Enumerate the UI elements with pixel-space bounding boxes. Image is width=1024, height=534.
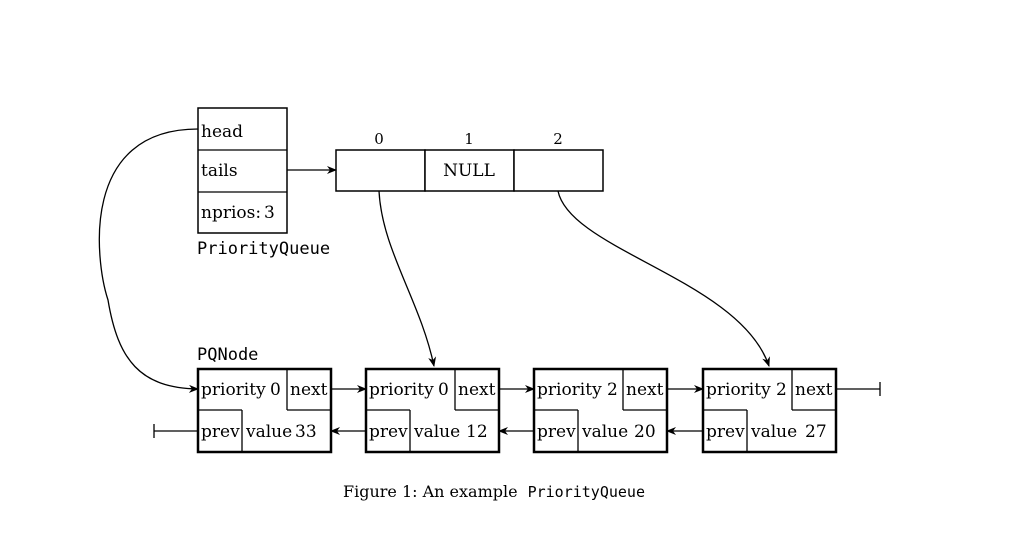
node-value-label: value	[581, 422, 628, 442]
node-prev-label: prev	[201, 422, 240, 442]
pq-node: priority 0 next prev value 33	[196, 367, 333, 454]
node-prev-label: prev	[369, 422, 408, 442]
node-priority-value: 2	[776, 380, 787, 400]
pointer-arrows	[98, 128, 881, 438]
node-priority-label: priority	[201, 380, 266, 400]
head-pointer-arrow	[98, 128, 199, 393]
node-priority-label: priority	[537, 380, 602, 400]
node-priority-label: priority	[369, 380, 434, 400]
array-index-0: 0	[374, 130, 384, 148]
node-next-label: next	[290, 380, 328, 400]
node-value-label: value	[413, 422, 460, 442]
priority-queue-box	[197, 107, 288, 234]
node-next-label: next	[795, 380, 833, 400]
node-prev-label: prev	[706, 422, 745, 442]
array-cell-1-null: NULL	[443, 161, 495, 181]
priority-queue-type-label: PriorityQueue	[197, 239, 330, 259]
pq-node: priority 0 next prev value 12	[364, 367, 501, 454]
pqnode-type-label: PQNode	[197, 345, 258, 365]
node-next-label: next	[458, 380, 496, 400]
node-value: 12	[466, 422, 488, 442]
field-nprios-value: 3	[264, 203, 275, 223]
node-value-label: value	[750, 422, 797, 442]
pq-node: priority 2 next prev value 27	[701, 367, 838, 454]
field-nprios-label: nprios:	[201, 203, 261, 223]
array-cell-0	[335, 149, 426, 192]
priority-queue-struct: head tails nprios: 3 PriorityQueue	[197, 107, 330, 259]
node-prev-label: prev	[537, 422, 576, 442]
array-cell-1	[424, 149, 515, 192]
figure-caption: Figure 1: An example PriorityQueue	[343, 482, 645, 501]
node-value: 20	[634, 422, 656, 442]
field-head-label: head	[201, 122, 243, 142]
tail-0-pointer-arrow	[378, 190, 437, 367]
array-index-2: 2	[553, 130, 563, 148]
pq-node: priority 2 next prev value 20	[532, 367, 669, 454]
node-priority-value: 0	[270, 380, 281, 400]
node-priority-label: priority	[706, 380, 771, 400]
tails-array: 0 1 2 NULL	[335, 130, 604, 192]
caption-code: PriorityQueue	[528, 483, 645, 501]
node-value-label: value	[245, 422, 292, 442]
caption-prefix: Figure 1: An example	[343, 482, 518, 501]
node-priority-value: 0	[438, 380, 449, 400]
node-next-label: next	[626, 380, 664, 400]
array-cell-2	[513, 149, 604, 192]
array-index-1: 1	[464, 130, 474, 148]
tail-2-pointer-arrow	[557, 190, 770, 367]
node-priority-value: 2	[607, 380, 618, 400]
field-tails-label: tails	[201, 161, 238, 181]
node-value: 27	[805, 422, 827, 442]
node-value: 33	[295, 422, 317, 442]
